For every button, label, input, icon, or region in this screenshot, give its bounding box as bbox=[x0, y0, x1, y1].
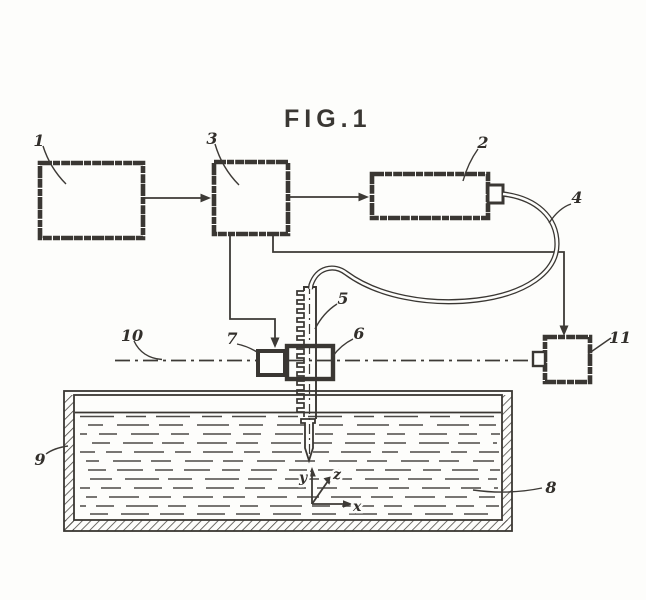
ref-label-3: 3 bbox=[206, 129, 217, 148]
leader-6 bbox=[332, 338, 354, 357]
tank-wall-left bbox=[64, 395, 74, 531]
figure-title: FIG.1 bbox=[284, 105, 372, 133]
coordinate-axes: y z x bbox=[296, 465, 365, 518]
ref-label-4: 4 bbox=[571, 188, 582, 207]
leader-1 bbox=[42, 145, 67, 185]
box-1 bbox=[37, 160, 146, 241]
rack-5 bbox=[296, 284, 317, 464]
tank-outer-outline bbox=[63, 390, 513, 532]
arrowhead-3-to-2 bbox=[358, 192, 369, 202]
probe-tip bbox=[300, 418, 316, 464]
leader-4 bbox=[548, 203, 572, 224]
leader-3 bbox=[214, 143, 240, 186]
rack-teeth bbox=[296, 290, 305, 417]
leader-8 bbox=[472, 487, 543, 493]
leader-7 bbox=[236, 343, 258, 353]
liquid bbox=[75, 411, 501, 515]
box-2-connector bbox=[486, 183, 505, 205]
box-2 bbox=[369, 171, 491, 221]
reference-labels: 1 3 2 4 5 6 7 10 11 9 8 bbox=[33, 129, 631, 497]
box-11 bbox=[542, 334, 593, 385]
ref-label-2: 2 bbox=[476, 133, 488, 152]
ref-label-9: 9 bbox=[34, 450, 45, 469]
z-axis-label: z bbox=[332, 467, 342, 483]
box-7 bbox=[256, 349, 287, 377]
cable-4 bbox=[307, 191, 560, 305]
ref-label-5: 5 bbox=[337, 289, 348, 308]
arrowhead-into-7 bbox=[270, 337, 280, 348]
tank-wall-right bbox=[502, 395, 512, 531]
ref-label-1: 1 bbox=[33, 131, 44, 150]
arrowhead-into-11 bbox=[559, 325, 569, 336]
leader-2 bbox=[462, 148, 479, 182]
line-3-to-7 bbox=[229, 236, 276, 338]
box-3 bbox=[211, 159, 291, 237]
ref-label-11: 11 bbox=[609, 328, 631, 347]
leader-11 bbox=[587, 337, 612, 355]
rack-body-edge bbox=[303, 286, 317, 419]
x-axis-arrowhead bbox=[343, 500, 353, 508]
y-axis-label: y bbox=[298, 470, 308, 486]
x-axis-label: x bbox=[352, 499, 362, 515]
arrowhead-1-to-3 bbox=[200, 193, 211, 203]
line-3-to-11 bbox=[272, 236, 565, 326]
leader-9 bbox=[45, 445, 69, 455]
leader-5 bbox=[314, 303, 338, 330]
tank-wall-bottom bbox=[64, 520, 512, 531]
z-axis-line bbox=[311, 480, 329, 505]
z-axis-arrowhead bbox=[323, 476, 333, 485]
ref-label-6: 6 bbox=[353, 324, 364, 343]
cable-4-core bbox=[309, 192, 559, 303]
tank bbox=[63, 390, 513, 532]
box-11-connector bbox=[531, 350, 547, 368]
ref-label-7: 7 bbox=[226, 329, 237, 348]
ref-label-8: 8 bbox=[544, 478, 556, 497]
leader-10 bbox=[133, 340, 163, 361]
y-axis-arrowhead bbox=[308, 467, 316, 477]
tank-inner-outline bbox=[73, 394, 503, 521]
ref-label-10: 10 bbox=[121, 326, 143, 345]
